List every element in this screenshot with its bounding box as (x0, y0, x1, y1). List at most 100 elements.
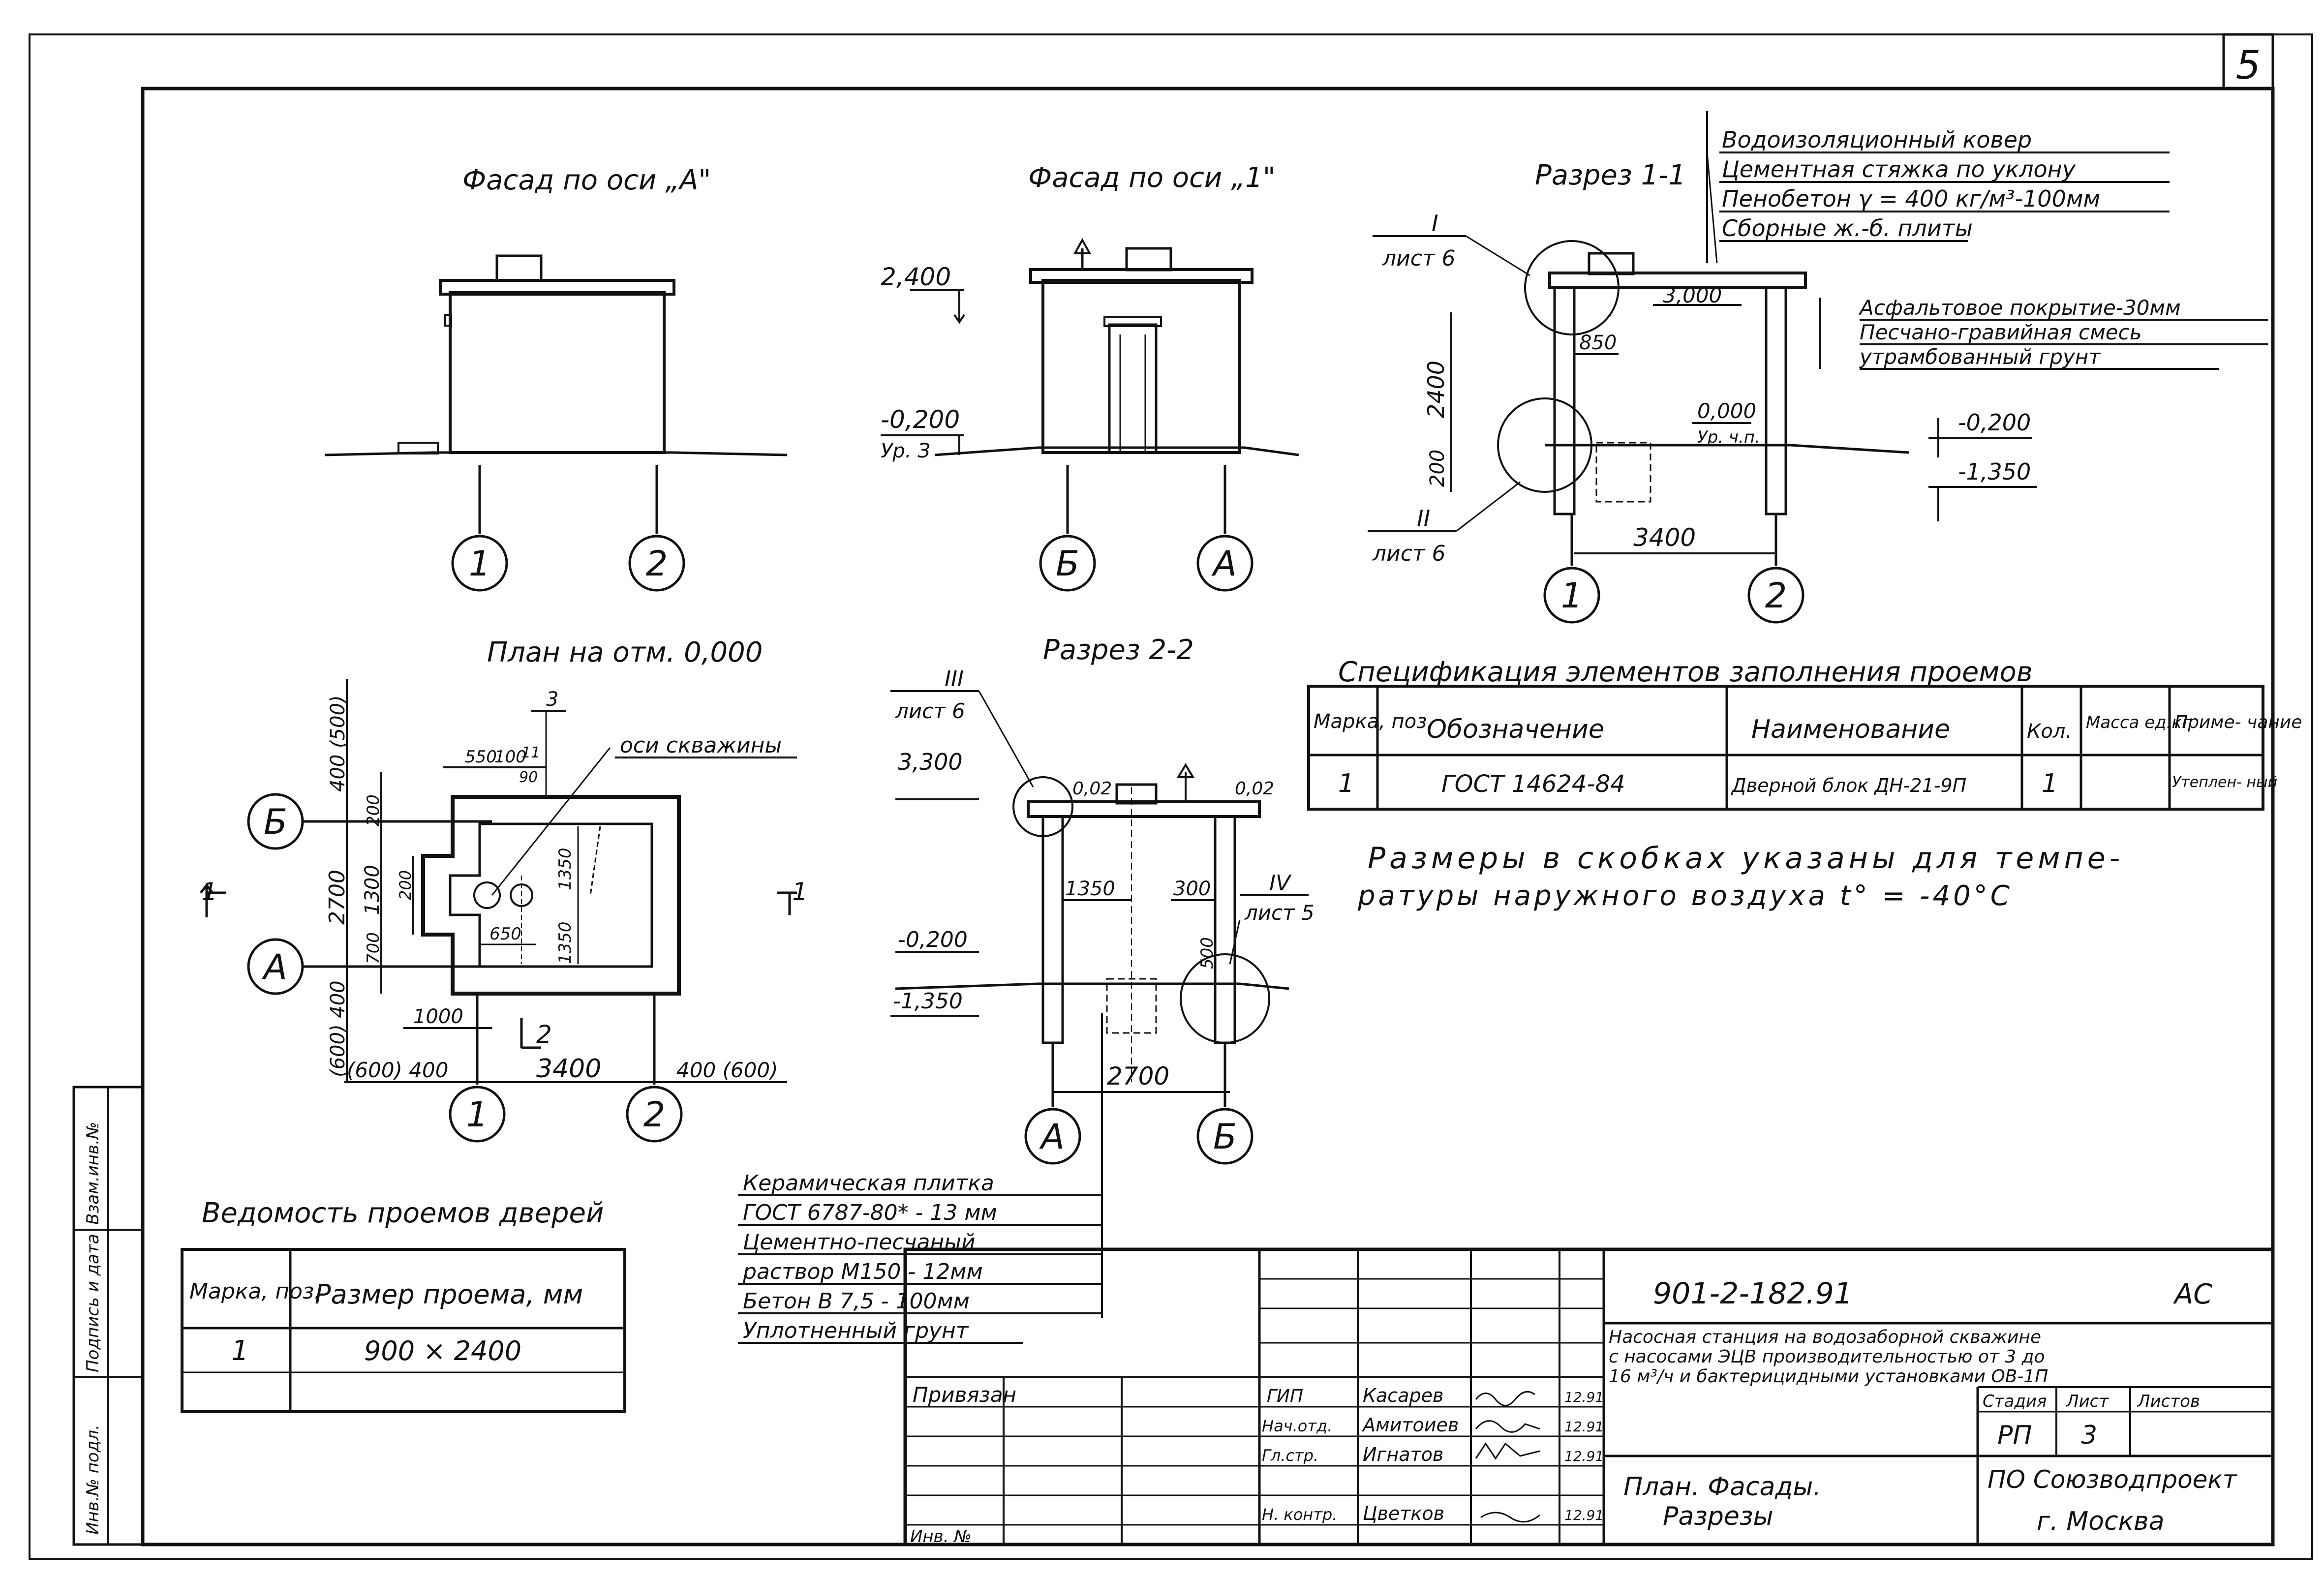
door-list-row-mark: 1 (231, 1335, 249, 1367)
spec-title: Спецификация элементов заполнения проемо… (1338, 656, 2033, 688)
plan-cut-2-bottom: 2 (536, 1020, 552, 1049)
floor-layer-2: ГОСТ 6787-80* - 13 мм (743, 1200, 997, 1225)
plan-axis-b: Б (264, 802, 287, 842)
floor-layer-1: Керамическая плитка (743, 1171, 994, 1196)
signature-glstr (1475, 1442, 1540, 1460)
section-2-2-slope-left: 0,02 (1072, 779, 1112, 799)
plan-dim-1300: 1300 (361, 865, 384, 915)
role-nach: Нач.отд. (1262, 1417, 1332, 1435)
drawing-title-line-1: План. Фасады. (1623, 1472, 1821, 1502)
side-stamp-replace: Взам.инв.№ (83, 1122, 103, 1225)
plan-dim-600-400: (600) 400 (347, 1058, 448, 1082)
section-1-1-ground-layer-3: утрамбованный грунт (1859, 345, 2101, 369)
sheets-header: Листов (2137, 1392, 2200, 1411)
plan-dim-2700: 2700 (325, 870, 350, 925)
plan-section-mark-3: 3 (546, 688, 558, 711)
spec-header-mark: Марка, поз. (1314, 710, 1433, 733)
door-list-title: Ведомость проемов дверей (202, 1197, 604, 1229)
note-line-1: Размеры в скобках указаны для темпе- (1368, 841, 2124, 876)
side-stamp-inv: Инв.№ подл. (83, 1424, 103, 1535)
date-gip: 12.91 (1564, 1389, 1604, 1405)
section-1-1-axis-1: 1 (1561, 575, 1583, 616)
section-2-2-callout-4-sheet: лист 5 (1244, 901, 1315, 925)
section-2-2-dim-500: 500 (1197, 937, 1217, 969)
plan-dim-600-400-v: (600) 400 (327, 980, 349, 1077)
spec-row-note: Утеплен- ный (2172, 774, 2277, 791)
section-1-1-roof-layer-4: Сборные ж.-б. плиты (1722, 215, 1973, 242)
section-2-2-level-3300: 3,300 (898, 749, 963, 775)
section-1-1-roof-layer-1: Водоизоляционный ковер (1722, 126, 2032, 153)
page-number: 5 (2236, 42, 2261, 88)
privyazan-label: Привязан (913, 1383, 1016, 1407)
plan-title: План на отм. 0,000 (487, 636, 763, 668)
facade-1-title: Фасад по оси „1" (1028, 162, 1275, 194)
section-1-1-ground-layer-1: Асфальтовое покрытие-30мм (1858, 296, 2181, 320)
plan-dim-200-mid: 200 (396, 870, 415, 900)
section-2-2-level-m1350: -1,350 (893, 989, 963, 1014)
door-list-table: Ведомость проемов дверей Марка, поз. Раз… (181, 1197, 626, 1413)
signature-nkontr (1480, 1512, 1540, 1523)
section-2-2-slope-right: 0,02 (1235, 779, 1274, 799)
facade-a-view: Фасад по оси „А" 1 2 (324, 164, 788, 592)
plan-dim-1000: 1000 (413, 1005, 463, 1028)
plan-axis-a: А (262, 947, 287, 987)
role-gip: ГИП (1267, 1386, 1303, 1406)
plan-axis-2: 2 (643, 1094, 666, 1135)
section-1-1-callout-2: II (1417, 505, 1430, 532)
section-2-2-view: Разрез 2-2 0,02 0,02 III лист 6 IV лист … (738, 634, 1315, 1344)
spec-header-designation: Обозначение (1427, 715, 1604, 744)
note-line-2: ратуры наружного воздуха t° = -40°С (1357, 880, 2013, 912)
facade-1-axis-b: Б (1056, 544, 1079, 584)
plan-dim-90: 90 (519, 769, 538, 786)
spec-header-name: Наименование (1751, 715, 1950, 744)
inv-no-label: Инв. № (910, 1527, 972, 1546)
plan-dim-1350-a: 1350 (555, 848, 575, 890)
section-1-1-ground-layer-2: Песчано-гравийная смесь (1860, 320, 2141, 344)
section-2-2-dim-2700: 2700 (1107, 1062, 1169, 1090)
plan-dim-400-600: 400 (600) (676, 1058, 778, 1082)
section-1-1-callout-2-sheet: лист 6 (1372, 541, 1446, 566)
plan-view: План на отм. 0,000 оси скважины Б А 1 2 … (200, 636, 808, 1143)
facade-a-title: Фасад по оси „А" (462, 164, 711, 196)
facade-1-axis-a: А (1211, 544, 1237, 584)
plan-dim-200-top: 200 (364, 794, 383, 826)
stage-header: Стадия (1983, 1392, 2047, 1411)
section-2-2-dim-1350: 1350 (1065, 878, 1115, 900)
plan-dim-650: 650 (489, 924, 521, 944)
date-glstr: 12.91 (1564, 1448, 1604, 1464)
section-1-1-axis-2: 2 (1765, 575, 1787, 616)
side-stamp: Инв.№ подл. Подпись и дата Взам.инв.№ (72, 1086, 144, 1546)
stage-value: РП (1997, 1421, 2032, 1450)
plan-dim-100: 100 (494, 747, 526, 767)
spec-header-mass: Масса ед.кг (2086, 713, 2191, 732)
section-mark: АС (2173, 1278, 2212, 1310)
section-1-1-title: Разрез 1-1 (1535, 159, 1686, 191)
organization-line-2: г. Москва (2037, 1507, 2165, 1536)
project-title-line-1: Насосная станция на водозаборной скважин… (1609, 1327, 2041, 1347)
section-2-2-title: Разрез 2-2 (1043, 634, 1194, 666)
sheet-no-value: 3 (2081, 1421, 2097, 1450)
spec-header-qty: Кол. (2027, 720, 2072, 743)
facade-a-axis-1: 1 (469, 544, 491, 584)
signature-nach (1475, 1420, 1540, 1433)
section-1-1-dim-2400: 2400 (1423, 361, 1449, 418)
sheet-header: Лист (2065, 1392, 2109, 1411)
section-1-1-level-m0200: -0,200 (1958, 409, 2031, 436)
floor-layer-5: Бетон В 7,5 - 100мм (743, 1289, 970, 1314)
name-nach: Амитоиев (1361, 1414, 1459, 1436)
spec-row-qty: 1 (2042, 769, 2058, 798)
date-nach: 12.91 (1564, 1419, 1604, 1435)
side-stamp-sign: Подпись и дата (83, 1234, 103, 1372)
section-2-2-axis-b: Б (1213, 1117, 1237, 1157)
section-2-2-level-m0200: -0,200 (898, 927, 968, 952)
floor-layer-4: раствор М150 - 12мм (742, 1259, 983, 1284)
section-1-1-level-ur: Ур. ч.п. (1697, 427, 1760, 447)
section-1-1-view: Разрез 1-1 Водоизоляционный ковер Цемент… (1368, 111, 2268, 624)
door-list-header-size: Размер проема, мм (315, 1279, 583, 1310)
section-2-2-axis-a: А (1039, 1117, 1065, 1157)
facade-1-level-2400: 2,400 (881, 263, 951, 291)
section-1-1-callout-1: I (1432, 210, 1438, 237)
plan-dim-11: 11 (521, 744, 540, 761)
section-1-1-roof-layer-2: Цементная стяжка по уклону (1722, 156, 2076, 182)
